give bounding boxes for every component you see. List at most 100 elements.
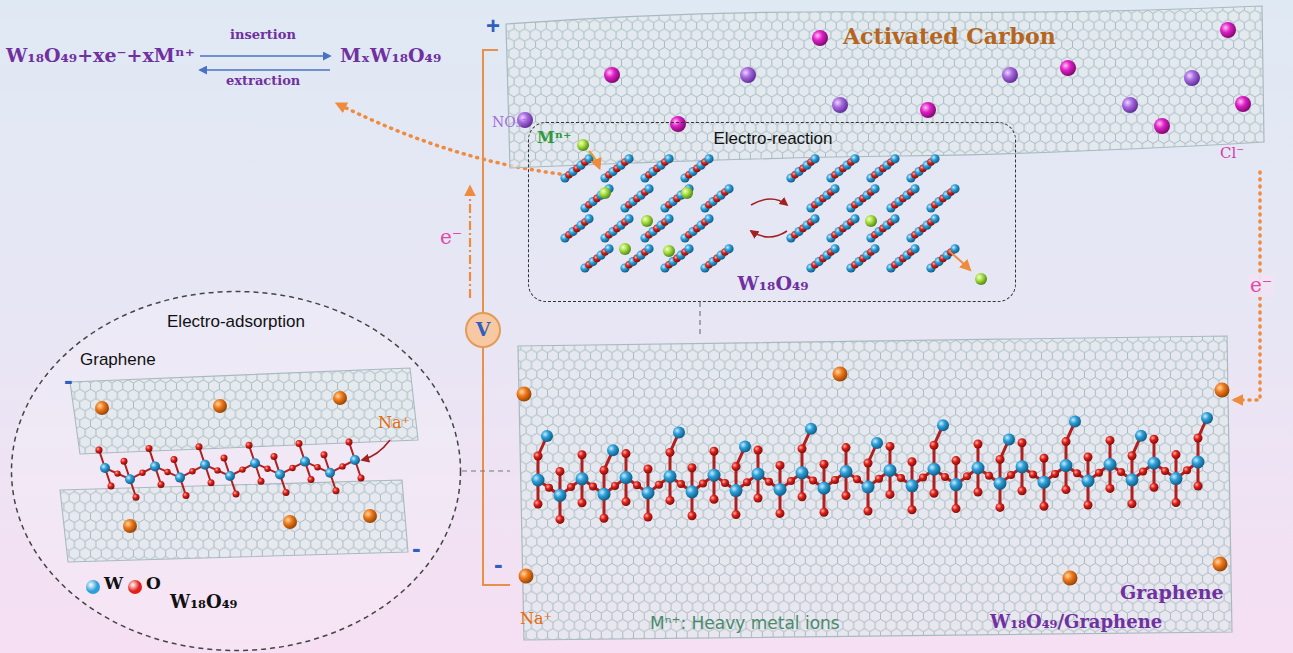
rod-bond <box>871 159 895 178</box>
polarity-sign: - <box>494 550 503 580</box>
circuit-wire <box>483 50 498 312</box>
electron-label: e⁻ <box>440 226 462 249</box>
oxygen-atom <box>996 503 1005 512</box>
node-text: V <box>476 319 491 341</box>
tungsten-atom <box>1126 473 1139 486</box>
oxygen-atom <box>1095 469 1103 477</box>
tungsten-atom <box>607 444 619 456</box>
oxygen-atom <box>754 494 763 503</box>
oxygen-atom <box>1073 469 1081 477</box>
oxygen-atom <box>1040 454 1049 463</box>
tungsten-atom <box>972 462 985 475</box>
adsorbed-anion <box>1060 60 1076 76</box>
tungsten-atom <box>624 154 633 163</box>
oxygen-atom <box>1007 471 1015 479</box>
oxygen-atom <box>358 475 365 482</box>
tungsten-atom <box>673 426 685 438</box>
oxygen-atom <box>1040 502 1049 511</box>
oxygen-atom <box>534 500 543 509</box>
oxygen-atom <box>346 439 353 446</box>
rod-bond <box>811 189 835 208</box>
insertion-arrow <box>200 55 330 57</box>
tungsten-atom <box>1135 430 1147 442</box>
tungsten-atom <box>950 184 959 193</box>
tungsten-atom <box>1069 416 1081 428</box>
node-text: Graphene <box>1120 582 1224 604</box>
tungsten-atom <box>1016 460 1029 473</box>
oxygen-atom <box>886 442 895 451</box>
oxygen-atom <box>1084 501 1093 510</box>
tungsten-atom <box>810 214 819 223</box>
tungsten-atom <box>604 244 613 253</box>
zoom-leader <box>462 470 510 471</box>
rod-bond <box>791 159 815 178</box>
oxygen-atom <box>314 464 320 470</box>
oxygen-atom <box>1150 483 1159 492</box>
tungsten-atom <box>325 468 335 478</box>
sodium-ion <box>1215 383 1230 398</box>
tungsten-atom <box>774 483 787 496</box>
oxygen-atom <box>196 443 203 450</box>
tungsten-atom <box>830 184 839 193</box>
oxygen-atom <box>1183 466 1191 474</box>
oxygen-atom <box>258 478 265 485</box>
node-text: Electro-reaction <box>713 129 832 149</box>
oxygen-atom <box>710 495 719 504</box>
oxygen-atom <box>699 480 707 488</box>
oxygen-atom <box>164 469 170 475</box>
node-text: W₁₈O₄₉ <box>737 273 808 295</box>
adsorbed-anion <box>832 97 848 113</box>
voltage-circle <box>466 313 500 347</box>
adsorbed-anion <box>604 67 620 83</box>
oxygen-atom <box>545 484 553 492</box>
oxygen-atom <box>864 507 873 516</box>
electron-flow-arrow <box>469 188 471 298</box>
oxygen-atom <box>233 491 240 498</box>
tungsten-atom <box>624 214 633 223</box>
oxygen-atom <box>754 446 763 455</box>
node-text: Na⁺ <box>520 610 552 628</box>
oxygen-atom <box>688 511 697 520</box>
reaction-arrow <box>751 199 787 205</box>
rod-bond <box>605 159 629 178</box>
oxygen-atom <box>183 492 190 499</box>
tungsten-atom <box>930 154 939 163</box>
tungsten-atom <box>752 468 765 481</box>
tungsten-atom <box>724 184 733 193</box>
tungsten-atom <box>1148 457 1161 470</box>
tungsten-atom <box>554 489 567 502</box>
tungsten-atom <box>1192 456 1205 469</box>
tungsten-atom <box>275 469 285 479</box>
sodium-ion <box>363 509 377 523</box>
tungsten-atom <box>950 478 963 491</box>
process-label: extraction <box>226 74 300 89</box>
oxygen-atom <box>842 443 851 452</box>
tungsten-atom <box>350 455 360 465</box>
adsorbed-anion <box>920 102 936 118</box>
tungsten-atom <box>910 244 919 253</box>
oxygen-atom <box>831 476 839 484</box>
tungsten-atom <box>100 463 110 473</box>
oxygen-atom <box>308 476 315 483</box>
adsorbed-anion <box>1235 96 1251 112</box>
oxygen-atom <box>908 505 917 514</box>
tungsten-atom <box>818 482 831 495</box>
tungsten-atom <box>1003 433 1015 445</box>
heavy-metal-ion <box>641 215 653 227</box>
oxygen-atom <box>721 479 729 487</box>
rod-bond <box>585 249 609 268</box>
edge-label: e⁻ <box>1248 274 1274 297</box>
carbon-sheet-lattice <box>506 6 1264 168</box>
node-text: Na⁺ <box>378 414 410 432</box>
oxygen-atom <box>600 514 609 523</box>
oxygen-atom <box>1194 434 1203 443</box>
oxygen-atom <box>171 456 178 463</box>
oxygen-atom <box>246 442 253 449</box>
oxygen-atom <box>1139 468 1147 476</box>
equation-text: W₁₈O₄₉+xe⁻+xMⁿ⁺ <box>6 45 195 67</box>
oxygen-atom <box>666 448 675 457</box>
oxygen-atom <box>1150 435 1159 444</box>
oxygen-atom <box>534 452 543 461</box>
oxygen-atom <box>952 456 961 465</box>
